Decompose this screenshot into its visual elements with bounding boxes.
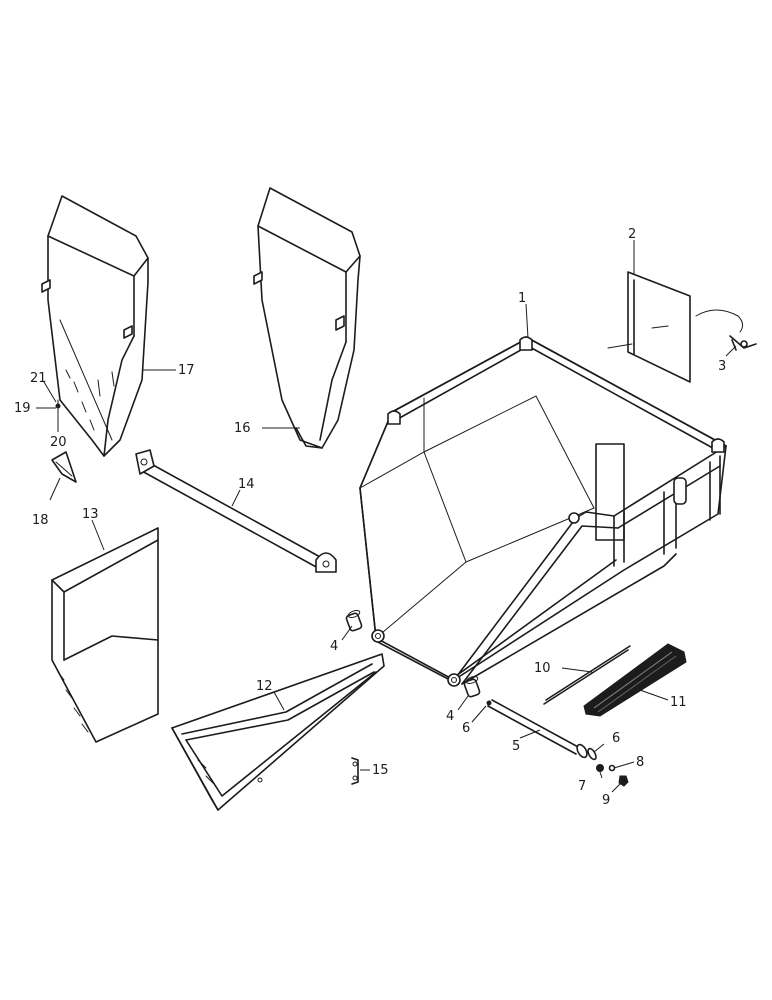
door-panel [607,271,691,383]
callout-13: 13 [82,507,99,522]
callout-15: 15 [372,763,389,778]
callout-12: 12 [256,679,273,694]
callout-10: 10 [534,661,551,676]
callout-18: 18 [32,513,49,528]
hopper-frame [359,336,727,687]
callout-labels: 1 2 3 4 4 5 6 6 7 8 9 10 11 12 13 14 15 … [14,227,726,808]
side-panel-right [253,187,361,449]
callout-5: 5 [512,739,520,754]
callout-8: 8 [636,755,644,770]
callout-19: 19 [14,401,31,416]
front-panel [51,527,159,743]
callout-7: 7 [578,779,586,794]
washer-part [587,747,597,761]
side-panel-left [41,195,149,457]
callout-14: 14 [238,477,255,492]
cross-rod [135,449,337,573]
callout-6-left: 6 [462,721,470,736]
lock-nut-part [618,775,629,787]
callout-4-lower: 4 [446,709,454,724]
wedge-part [51,451,77,483]
floor-frame [171,653,385,811]
callout-9: 9 [602,793,610,808]
latch-part [695,309,757,351]
rod-part [543,645,631,705]
shaft-part [486,699,588,759]
callout-17: 17 [178,363,195,378]
small-fastener [55,399,61,415]
callout-4-upper: 4 [330,639,338,654]
callout-3: 3 [718,359,726,374]
callout-21: 21 [30,371,47,386]
callout-16: 16 [234,421,251,436]
callout-2: 2 [628,227,636,242]
callout-11: 11 [670,695,687,710]
bushing-part-upper [345,610,363,632]
bushing-part-lower [463,676,481,698]
leader-lines [36,240,737,793]
tread-plate [583,643,687,717]
small-washer-part [608,764,616,772]
callout-1: 1 [518,291,526,306]
callout-6-right: 6 [612,731,620,746]
nut-part [596,764,604,772]
callout-20: 20 [50,435,67,450]
bracket-part [351,757,359,785]
